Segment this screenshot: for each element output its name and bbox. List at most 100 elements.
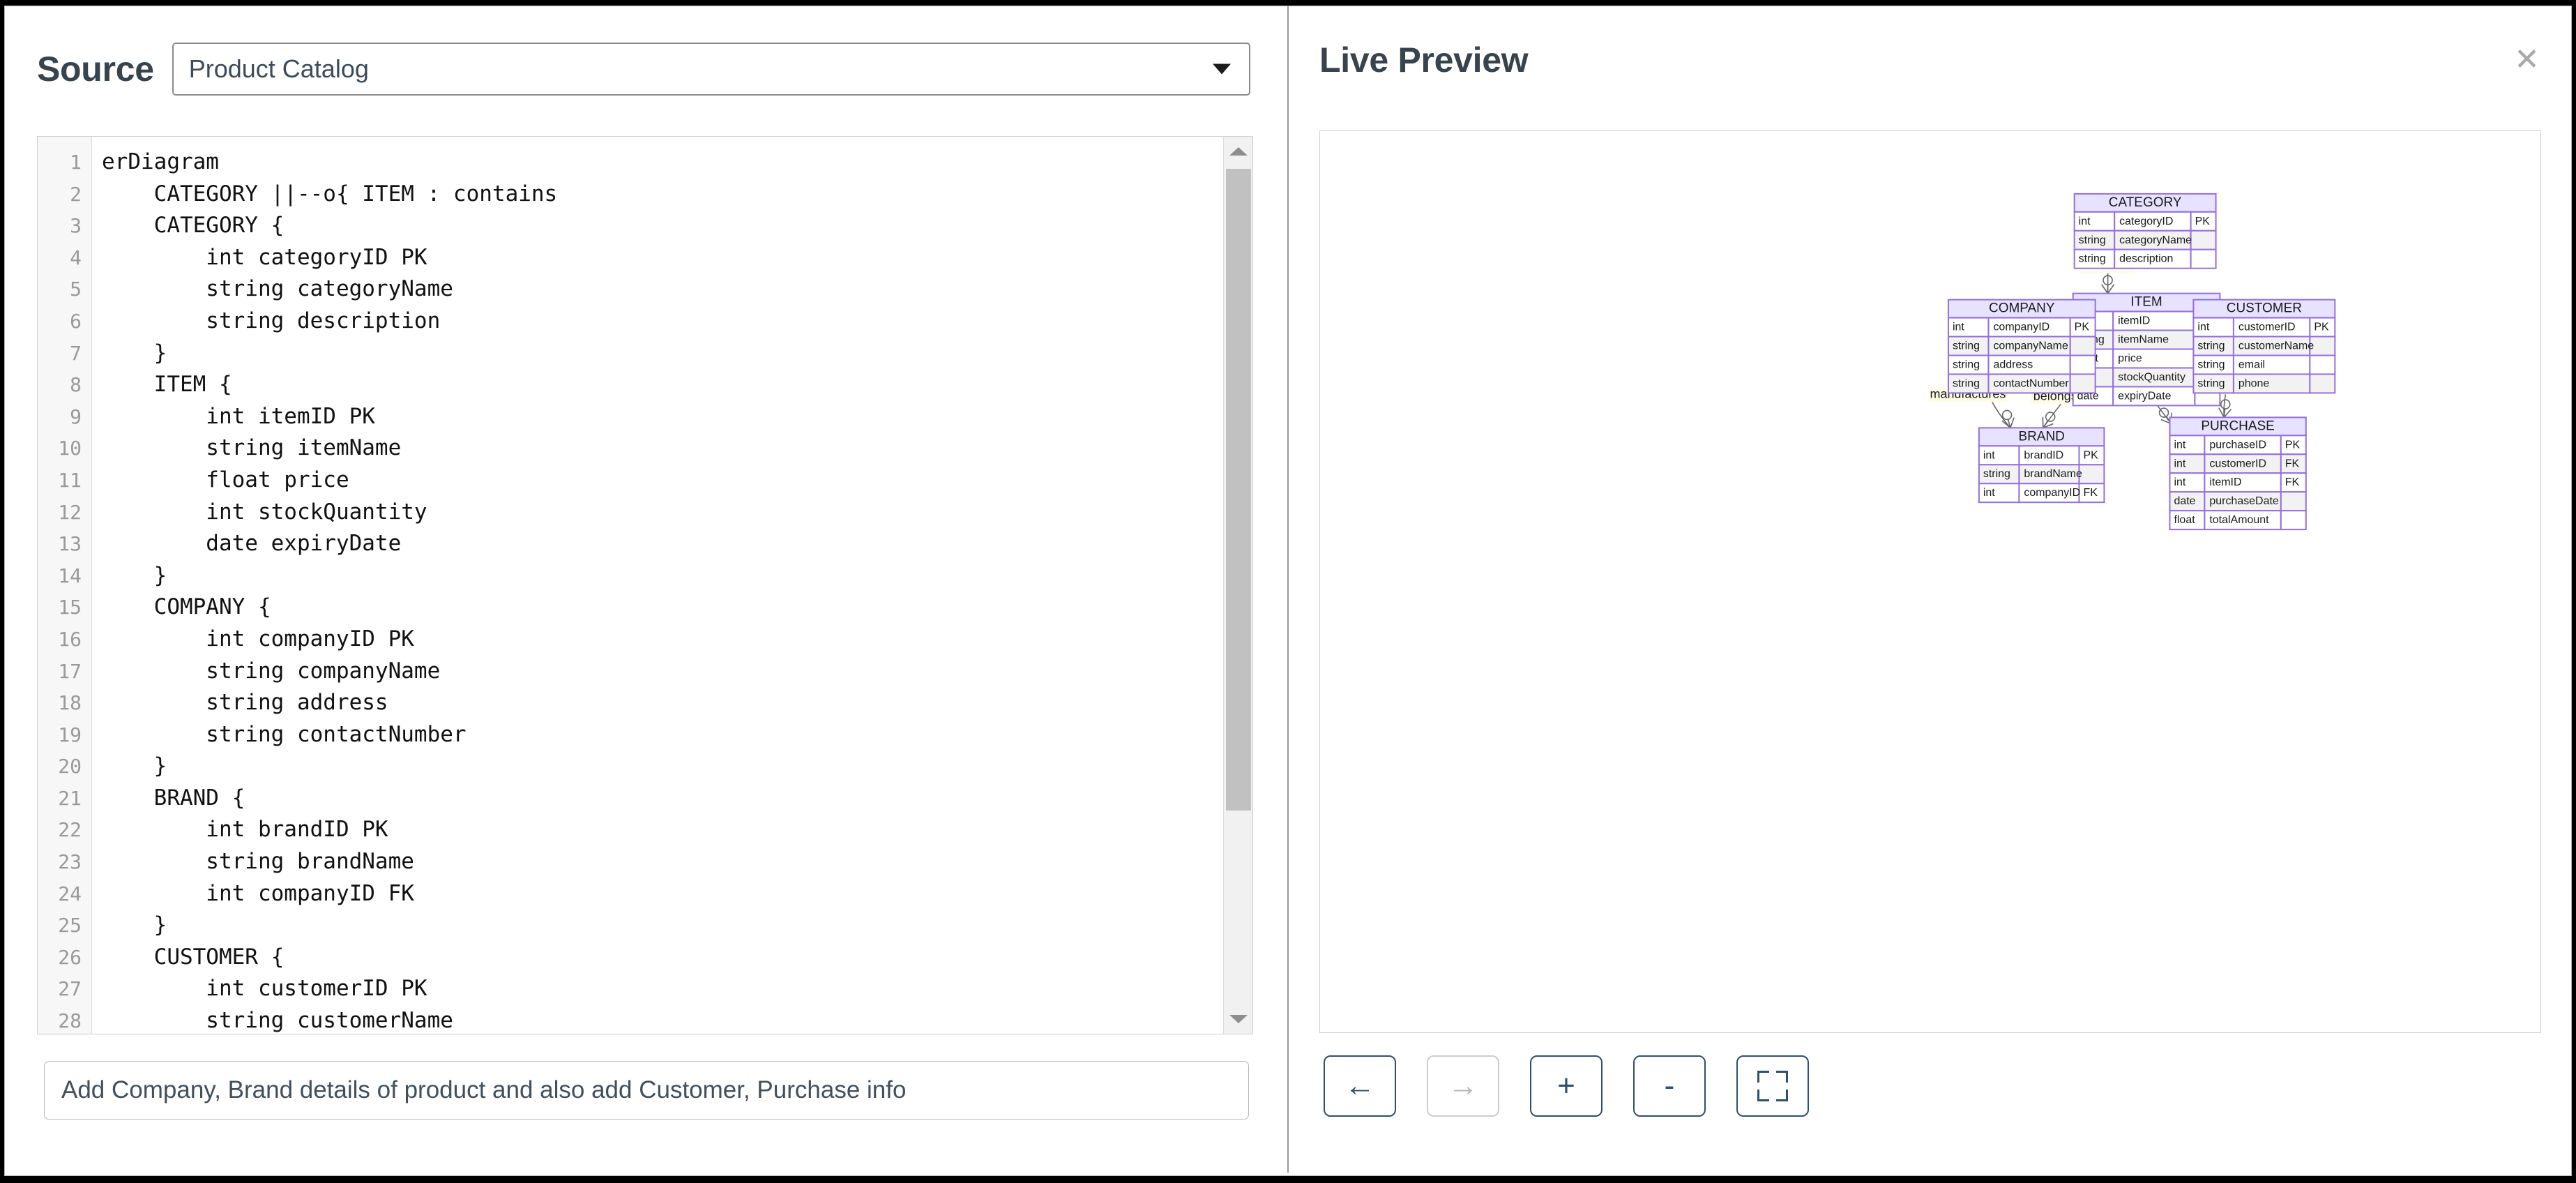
- zoom-out-button[interactable]: -: [1633, 1055, 1706, 1117]
- attr-name: brandID: [2024, 449, 2063, 461]
- code-line: string address: [102, 690, 388, 716]
- entity-header: [2192, 299, 2336, 319]
- line-number: 17: [58, 659, 82, 683]
- line-number: 26: [58, 945, 82, 969]
- line-number: 13: [58, 532, 82, 556]
- attr-type: string: [2079, 234, 2106, 246]
- crowfoot-prong: [2218, 407, 2225, 418]
- source-header: Source Product Catalog: [37, 43, 1250, 96]
- scroll-up-icon[interactable]: [1224, 137, 1252, 166]
- attr-name: companyID: [2024, 487, 2080, 499]
- attr-name: address: [1993, 359, 2033, 370]
- attr-key: FK: [2285, 476, 2300, 488]
- code-line: int companyID PK: [102, 626, 414, 651]
- code-line: int itemID PK: [102, 403, 375, 429]
- crowfoot-prong: [2223, 408, 2226, 418]
- attr-key: PK: [2314, 322, 2329, 333]
- code-line: float price: [102, 467, 349, 492]
- attr-key: PK: [2075, 322, 2090, 333]
- attr-name-cell: [2112, 329, 2196, 350]
- attr-type-cell: [2192, 373, 2234, 394]
- editor-scrollbar[interactable]: [1223, 137, 1252, 1034]
- back-button[interactable]: ←: [1324, 1055, 1396, 1117]
- zoom-in-button[interactable]: +: [1530, 1055, 1603, 1117]
- line-number: 24: [58, 882, 82, 905]
- entity-title: PURCHASE: [2201, 419, 2274, 433]
- code-line: string description: [102, 308, 441, 333]
- attr-name-cell: [2112, 348, 2196, 369]
- attr-key-cell: [2280, 491, 2307, 512]
- code-line: }: [102, 562, 167, 588]
- attr-name: description: [2119, 253, 2173, 265]
- optional-circle: [2001, 409, 2013, 421]
- attr-type: int: [1953, 322, 1964, 333]
- code-text-area[interactable]: erDiagram CATEGORY ||--o{ ITEM : contain…: [92, 137, 1252, 1034]
- code-line: string brandName: [102, 849, 414, 875]
- preview-header: Live Preview ✕: [1319, 40, 2547, 80]
- crowfoot-prong: [2107, 284, 2115, 294]
- close-icon[interactable]: ✕: [2514, 43, 2540, 77]
- line-number: 3: [70, 214, 82, 238]
- line-number: 10: [58, 437, 82, 460]
- attr-type: int: [1983, 487, 1995, 499]
- entity-header: [1947, 299, 2096, 319]
- attr-type: date: [2174, 495, 2195, 507]
- entity-title: BRAND: [2018, 429, 2064, 444]
- attr-key-cell: [2309, 317, 2336, 338]
- attr-name: customerName: [2238, 340, 2314, 352]
- diagram-canvas[interactable]: containsmanufacturesbelongs_toincludesma…: [1319, 130, 2541, 1033]
- attr-key-cell: [2309, 354, 2336, 375]
- attr-name: purchaseID: [2209, 439, 2266, 451]
- attr-name-cell: [2232, 373, 2311, 394]
- attr-name: price: [2118, 352, 2142, 364]
- diagram-select[interactable]: Product Catalog: [172, 43, 1250, 96]
- preview-toolbar: ←→+-: [1324, 1055, 1809, 1117]
- attr-name: purchaseDate: [2209, 495, 2279, 507]
- line-number: 22: [58, 818, 82, 842]
- code-line: }: [102, 340, 167, 366]
- crowfoot-prong: [2223, 408, 2232, 418]
- attr-key-cell: [2309, 373, 2336, 394]
- attr-key-cell: [2190, 211, 2217, 232]
- attr-type: string: [1983, 468, 2010, 480]
- attr-name: expiryDate: [2118, 390, 2171, 402]
- attr-name-cell: [1987, 373, 2071, 394]
- fit-screen-button[interactable]: [1736, 1055, 1809, 1117]
- prompt-input[interactable]: Add Company, Brand details of product an…: [44, 1061, 1249, 1120]
- attr-key-cell: [2190, 248, 2217, 269]
- scrollbar-thumb[interactable]: [1226, 169, 1251, 811]
- diagram-select-value: Product Catalog: [188, 54, 369, 83]
- code-line: string companyName: [102, 658, 441, 684]
- attr-key: FK: [2083, 487, 2098, 499]
- attr-name: totalAmount: [2209, 514, 2269, 526]
- code-line: BRAND {: [102, 785, 245, 811]
- line-number: 1: [70, 151, 82, 174]
- attr-type: int: [1983, 449, 1995, 461]
- code-line: string itemName: [102, 435, 402, 461]
- code-line: string contactNumber: [102, 721, 467, 747]
- attr-name: itemName: [2118, 334, 2169, 346]
- scroll-down-icon[interactable]: [1224, 1004, 1252, 1034]
- attr-name: categoryID: [2119, 216, 2173, 227]
- attr-type-cell: [2073, 229, 2116, 250]
- attr-name-cell: [2112, 310, 2196, 331]
- code-line: int companyID FK: [102, 880, 414, 906]
- er-diagram-svg: containsmanufacturesbelongs_toincludesma…: [1928, 193, 2336, 531]
- attr-name-cell: [2112, 386, 2196, 407]
- crowfoot-prong: [2043, 420, 2049, 428]
- attr-key-cell: [2078, 483, 2105, 504]
- attr-key-cell: [2069, 373, 2096, 394]
- line-number: 12: [58, 500, 82, 524]
- attr-key-cell: [2190, 229, 2217, 250]
- code-line: erDiagram: [102, 149, 219, 174]
- line-number: 6: [70, 309, 82, 333]
- preview-panel: Live Preview ✕ containsmanufacturesbelon…: [1290, 6, 2571, 1173]
